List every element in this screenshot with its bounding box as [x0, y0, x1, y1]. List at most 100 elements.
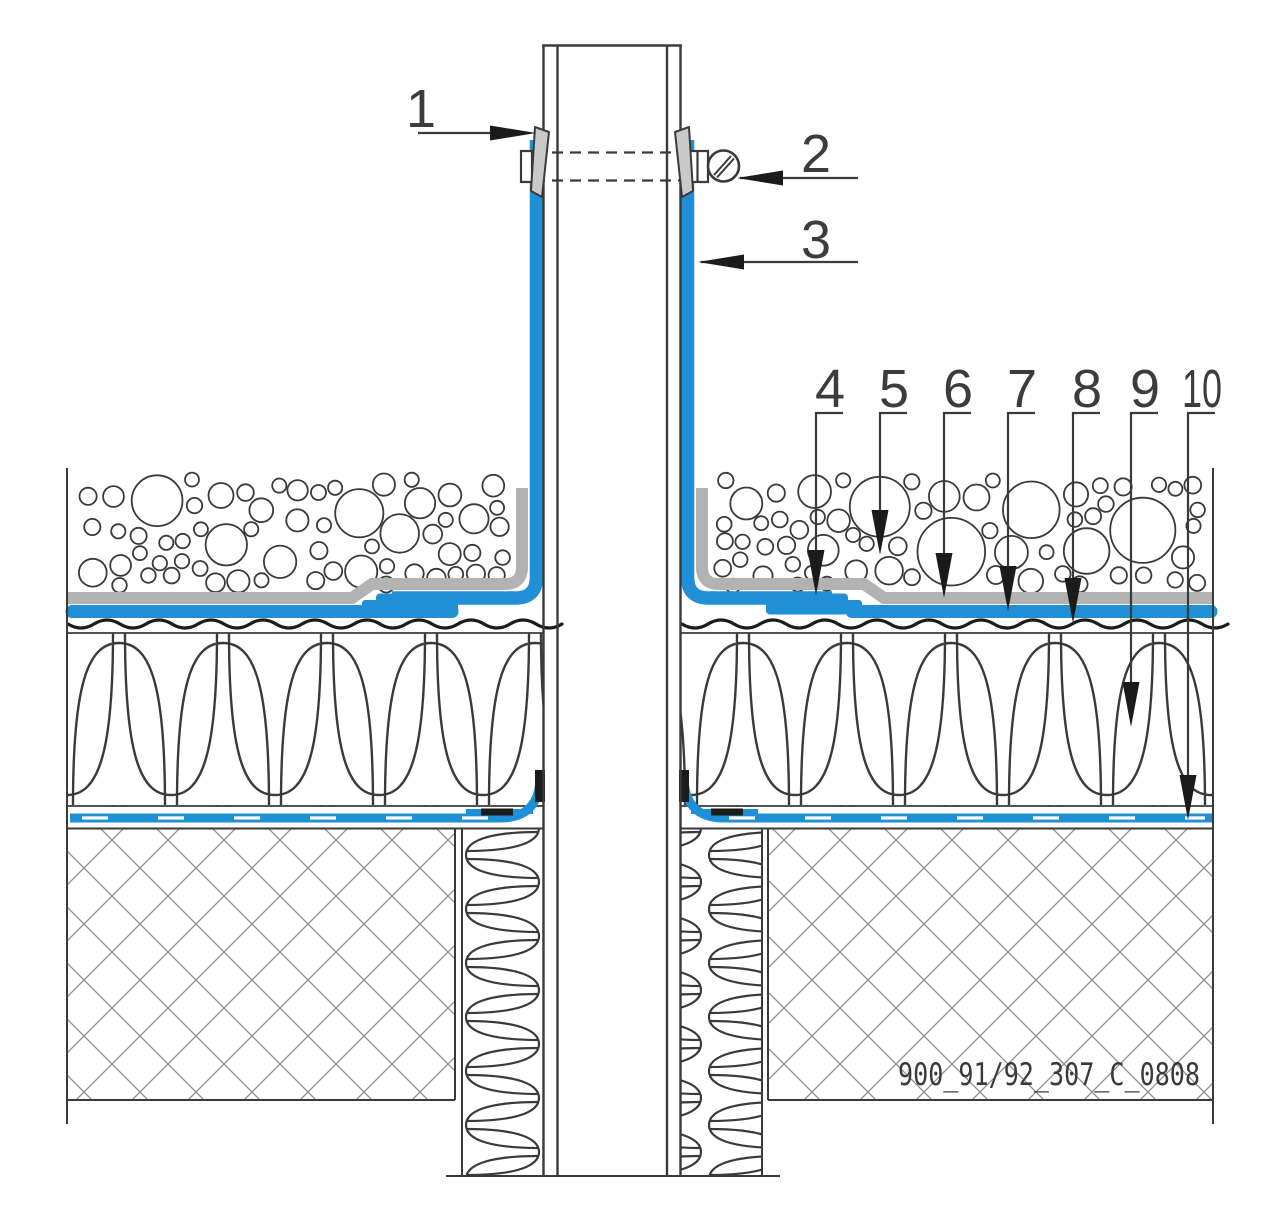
gravel-stone — [364, 538, 380, 555]
gravel-stone — [437, 482, 463, 508]
callout-9: 9 — [1122, 359, 1160, 727]
gravel-stone — [717, 471, 735, 490]
gravel-stone — [489, 499, 506, 516]
gravel-stone — [162, 566, 181, 585]
membrane-seam-left — [376, 593, 458, 615]
roof-membrane-blue — [65, 140, 1218, 618]
gravel-stone — [174, 532, 191, 550]
gravel-stone — [715, 515, 733, 533]
callout-1: 1 — [406, 79, 536, 141]
protection-fleece — [67, 488, 1213, 604]
gravel-stone — [78, 486, 98, 506]
gravel-stone — [378, 558, 396, 575]
gravel-stone — [334, 488, 385, 539]
gravel-stone — [463, 543, 482, 562]
callout-label-3: 3 — [801, 210, 831, 270]
vapor-barrier-weld-left — [481, 808, 513, 816]
roof-insulation-layer — [67, 632, 1213, 807]
callout-label-8: 8 — [1072, 359, 1102, 419]
gravel-stone — [981, 522, 999, 540]
gravel-stone — [1150, 476, 1168, 493]
gravel-stone — [1054, 565, 1072, 583]
gravel-stone — [140, 567, 157, 584]
gravel-stone — [994, 535, 1029, 570]
termination-rail-right — [674, 126, 694, 198]
callout-label-10: 10 — [1182, 359, 1222, 419]
gravel-stone — [716, 532, 734, 551]
gravel-stone — [729, 486, 764, 521]
gravel-stone — [130, 474, 184, 528]
gravel-stone — [207, 482, 235, 509]
gravel-stone — [110, 523, 127, 540]
gravel-stone — [1166, 571, 1184, 589]
gravel-stone — [243, 521, 260, 538]
gravel-stone — [371, 472, 396, 497]
callout-label-5: 5 — [879, 359, 909, 419]
callout-label-9: 9 — [1130, 359, 1160, 419]
gravel-stone — [1062, 527, 1111, 575]
callouts: 1 2 3 4 5 6 7 — [406, 79, 1222, 820]
callout-label-4: 4 — [815, 359, 845, 419]
gravel-stone — [111, 577, 128, 594]
gravel-stone — [734, 533, 751, 550]
gravel-stone — [158, 534, 175, 551]
gravel-stone — [83, 518, 102, 537]
vapor-barrier-weld-right — [711, 808, 743, 816]
separation-layer-wavy — [66, 618, 1230, 630]
gravel-stone — [494, 549, 511, 566]
gravel-stone — [962, 483, 991, 512]
gravel-stone — [756, 537, 775, 556]
gravel-stone — [916, 517, 986, 587]
gravel-stone — [151, 555, 168, 572]
gravel-stone — [285, 508, 310, 533]
membrane-seam-right — [766, 593, 848, 615]
gravel-stone — [403, 487, 437, 520]
membrane-termination-rails — [530, 126, 694, 198]
gravel-stone — [184, 471, 200, 488]
gravel-stone — [858, 535, 875, 552]
gravel-stone — [1171, 545, 1196, 570]
gravel-stone — [323, 561, 344, 581]
callout-label-1: 1 — [406, 79, 436, 139]
gravel-stone — [403, 471, 420, 488]
vapor-barrier-clamp-right — [679, 770, 689, 802]
clamp-band-left-end — [519, 149, 534, 184]
gravel-stone — [1038, 544, 1055, 561]
gravel-stone — [1084, 507, 1102, 526]
callout-8: 8 — [1064, 359, 1102, 623]
gravel-stone — [1063, 481, 1090, 508]
gravel-stone — [874, 556, 904, 586]
callout-5: 5 — [871, 359, 909, 555]
gravel-stone — [753, 515, 770, 532]
gravel-stone — [173, 553, 191, 570]
gravel-stone — [826, 508, 851, 533]
gravel-stone — [489, 516, 510, 537]
gravel-stone — [306, 571, 326, 591]
callout-6: 6 — [935, 359, 973, 598]
gravel-stone — [903, 473, 921, 491]
gravel-stone — [1017, 567, 1045, 595]
gravel-stone — [109, 554, 132, 577]
callout-2: 2 — [737, 124, 858, 186]
gravel-ballast-right — [713, 471, 1206, 595]
gravel-stone — [315, 517, 332, 534]
gravel-stone — [185, 496, 204, 515]
gravel-stone — [253, 572, 270, 589]
callout-label-6: 6 — [943, 359, 973, 419]
callout-4: 4 — [807, 359, 845, 595]
gravel-stone — [191, 560, 209, 577]
gravel-stone — [903, 568, 921, 587]
pipe-flashing-left — [392, 140, 544, 605]
gravel-stone — [481, 473, 506, 498]
vapor-barrier — [70, 770, 1213, 823]
gravel-stone — [1109, 566, 1128, 585]
gravel-stone — [458, 503, 490, 535]
gravel-stone — [766, 483, 786, 503]
pipe-insulation-strips — [446, 828, 780, 1177]
gravel-stone — [713, 558, 732, 578]
gravel-stone — [437, 511, 454, 528]
gravel-stone — [776, 535, 797, 555]
reference-code: 900_91/92_307_C_0808 — [898, 1057, 1200, 1093]
gravel-stone — [262, 544, 298, 579]
